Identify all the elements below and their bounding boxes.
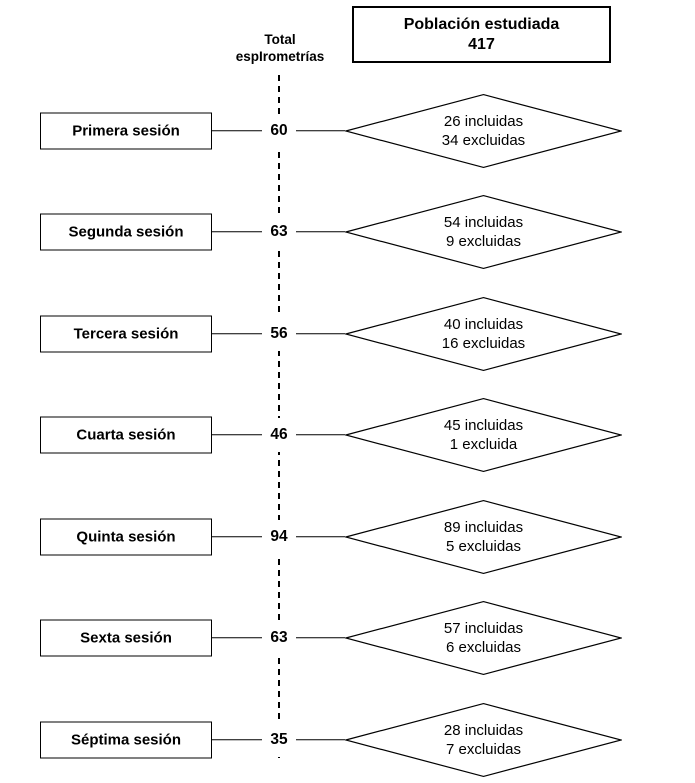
- diamond-text: 28 incluidas 7 excluidas: [345, 703, 622, 777]
- connector-line: [294, 130, 345, 131]
- connector-line: [294, 231, 345, 233]
- connector-line: [294, 637, 345, 639]
- decision-diamond: 89 incluidas 5 excluidas: [345, 499, 622, 574]
- excluded-count: 16 excluidas: [441, 334, 526, 352]
- session-box: Cuarta sesión: [40, 416, 212, 454]
- connector-line: [294, 333, 345, 334]
- rows-container: Primera sesión 60 26 incluidas 34 exclui…: [0, 80, 695, 783]
- session-label: Séptima sesión: [70, 731, 182, 749]
- total-count: 35: [262, 722, 296, 757]
- column-header-line2: espIrometrías: [235, 49, 325, 64]
- session-box: Primera sesión: [40, 112, 212, 150]
- excluded-count: 7 excluidas: [445, 740, 522, 758]
- decision-diamond: 26 incluidas 34 excluidas: [345, 93, 622, 168]
- included-count: 89 incluidas: [443, 518, 524, 536]
- session-box: Quinta sesión: [40, 518, 212, 556]
- total-count: 60: [262, 113, 296, 148]
- connector-line: [212, 130, 264, 131]
- connector-line: [294, 536, 345, 537]
- dashed-axis-line: [278, 75, 280, 758]
- included-count: 45 incluidas: [443, 417, 524, 435]
- connector-line: [212, 739, 264, 740]
- connector-line: [294, 434, 345, 436]
- population-box-title: Población estudiada: [403, 15, 560, 33]
- connector-line: [212, 434, 264, 436]
- connector-line: [212, 333, 264, 334]
- diamond-text: 57 incluidas 6 excluidas: [345, 601, 622, 675]
- decision-diamond: 28 incluidas 7 excluidas: [345, 702, 622, 777]
- session-box: Tercera sesión: [40, 315, 212, 353]
- diamond-shape-icon: [345, 93, 622, 168]
- connector-line: [212, 637, 264, 639]
- total-count: 94: [262, 519, 296, 554]
- flow-row-quinta: Quinta sesión 94 89 incluidas 5 excluida…: [0, 486, 695, 588]
- diamond-text: 54 incluidas 9 excluidas: [345, 195, 622, 269]
- flow-row-cuarta: Cuarta sesión 46 45 incluidas 1 excluida: [0, 385, 695, 487]
- excluded-count: 1 excluida: [449, 436, 518, 454]
- diamond-shape-icon: [345, 601, 622, 676]
- session-label: Cuarta sesión: [76, 426, 176, 444]
- diamond-text: 26 incluidas 34 excluidas: [345, 94, 622, 168]
- included-count: 26 incluidas: [443, 112, 524, 130]
- session-box: Sexta sesión: [40, 619, 212, 657]
- diamond-shape-icon: [345, 195, 622, 270]
- total-count: 56: [262, 316, 296, 351]
- total-count: 46: [262, 418, 296, 453]
- session-label: Tercera sesión: [73, 325, 179, 343]
- diamond-text: 89 incluidas 5 excluidas: [345, 500, 622, 574]
- diamond-shape-icon: [345, 702, 622, 777]
- excluded-count: 6 excluidas: [445, 639, 522, 657]
- flow-row-septima: Séptima sesión 35 28 incluidas 7 excluid…: [0, 689, 695, 783]
- session-box: Séptima sesión: [40, 721, 212, 759]
- total-count: 63: [262, 215, 296, 250]
- decision-diamond: 40 incluidas 16 excluidas: [345, 296, 622, 371]
- session-label: Quinta sesión: [76, 528, 176, 546]
- diamond-shape-icon: [345, 296, 622, 371]
- column-header: Total espIrometrías: [208, 31, 352, 65]
- session-box: Segunda sesión: [40, 213, 212, 251]
- session-label: Primera sesión: [72, 122, 180, 140]
- diamond-shape-icon: [345, 499, 622, 574]
- session-label: Sexta sesión: [80, 629, 172, 647]
- session-label: Segunda sesión: [68, 223, 184, 241]
- flow-row-tercera: Tercera sesión 56 40 incluidas 16 exclui…: [0, 283, 695, 385]
- total-count: 63: [262, 621, 296, 656]
- excluded-count: 34 excluidas: [441, 131, 526, 149]
- flow-row-primera: Primera sesión 60 26 incluidas 34 exclui…: [0, 80, 695, 182]
- connector-line: [294, 739, 345, 740]
- column-header-line1: Total: [264, 32, 296, 47]
- included-count: 54 incluidas: [443, 214, 524, 232]
- excluded-count: 5 excluidas: [445, 537, 522, 555]
- flow-row-segunda: Segunda sesión 63 54 incluidas 9 excluid…: [0, 182, 695, 284]
- included-count: 40 incluidas: [443, 315, 524, 333]
- included-count: 28 incluidas: [443, 721, 524, 739]
- flow-row-sexta: Sexta sesión 63 57 incluidas 6 excluidas: [0, 588, 695, 690]
- included-count: 57 incluidas: [443, 620, 524, 638]
- decision-diamond: 54 incluidas 9 excluidas: [345, 195, 622, 270]
- diamond-text: 40 incluidas 16 excluidas: [345, 297, 622, 371]
- diamond-shape-icon: [345, 398, 622, 473]
- decision-diamond: 57 incluidas 6 excluidas: [345, 601, 622, 676]
- decision-diamond: 45 incluidas 1 excluida: [345, 398, 622, 473]
- excluded-count: 9 excluidas: [445, 233, 522, 251]
- diamond-text: 45 incluidas 1 excluida: [345, 398, 622, 472]
- connector-line: [212, 536, 264, 537]
- connector-line: [212, 231, 264, 233]
- population-box-value: 417: [468, 35, 495, 53]
- population-box: Población estudiada 417: [352, 6, 611, 63]
